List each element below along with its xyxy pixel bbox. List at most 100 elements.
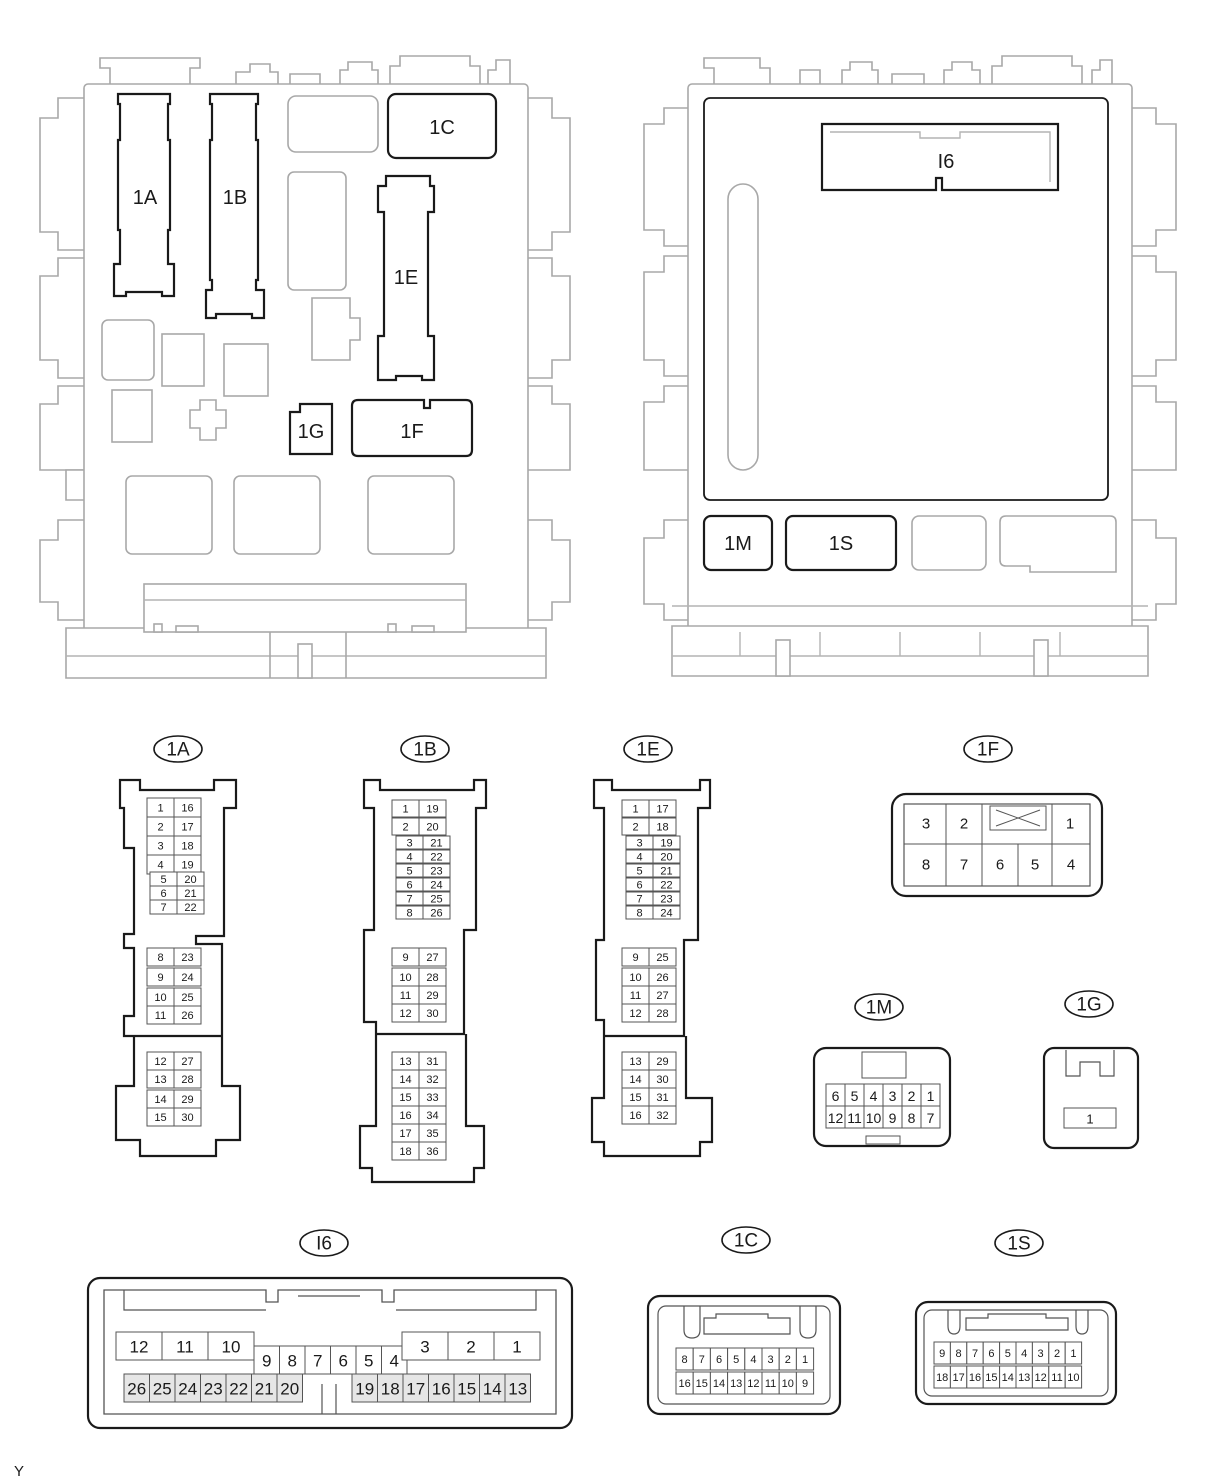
pin-number: 10 (399, 972, 411, 984)
pin-cell (422, 849, 451, 864)
pin-number: 24 (660, 908, 672, 920)
pin-number: 35 (426, 1128, 438, 1140)
pin-number: 17 (406, 1380, 425, 1399)
pin-number: 7 (406, 894, 412, 906)
pin-number: 26 (430, 908, 442, 920)
pin-number: 4 (406, 852, 412, 864)
pin-number: 13 (629, 1056, 641, 1068)
pin-number: 18 (399, 1146, 411, 1158)
pin-cell (652, 835, 681, 850)
connector-title-badge (854, 993, 904, 1021)
pin-number: 11 (176, 1338, 194, 1357)
pin-number: 4 (1021, 1348, 1027, 1360)
pin-number: 1 (1070, 1348, 1076, 1360)
pin-number: 14 (483, 1380, 502, 1399)
pin-number: 13 (154, 1074, 166, 1086)
pin-number: 17 (656, 804, 668, 816)
pin-number: 22 (184, 902, 196, 914)
pin-cell (279, 1345, 306, 1375)
pin-number: 14 (629, 1074, 641, 1086)
pin-cell (401, 1331, 449, 1361)
pin-number: 10 (1067, 1372, 1079, 1384)
pin-number: 28 (181, 1074, 193, 1086)
block-label-1F: 1F (400, 421, 423, 443)
pin-number: 25 (153, 1380, 172, 1399)
pin-cell (161, 1331, 209, 1361)
pin-number: 14 (399, 1074, 411, 1086)
pin-number: 14 (154, 1094, 166, 1106)
pin-number: 11 (765, 1378, 776, 1390)
pin-number: 7 (636, 894, 642, 906)
left-junction-block: 1A 1B 1C 1E 1G 1F (39, 55, 571, 679)
pin-number: 24 (178, 1380, 197, 1399)
block-label-1M: 1M (724, 533, 752, 555)
block-connector-1E (376, 174, 436, 382)
pin-number: 10 (866, 1110, 882, 1126)
pin-number: 29 (656, 1056, 668, 1068)
pin-number: 6 (160, 888, 166, 900)
pin-number: 27 (181, 1056, 193, 1068)
pin-number: 19 (426, 804, 438, 816)
pin-cell (276, 1373, 303, 1403)
pin-number: 26 (656, 972, 668, 984)
pin-number: 2 (157, 822, 163, 834)
pin-number: 17 (181, 822, 193, 834)
pin-number: 18 (381, 1380, 400, 1399)
pin-number: 25 (181, 992, 193, 1004)
pin-number: 2 (466, 1338, 475, 1357)
pin-number: 36 (426, 1146, 438, 1158)
pin-number: 34 (426, 1110, 438, 1122)
pin-number: 11 (847, 1110, 862, 1126)
pin-number: 22 (660, 880, 672, 892)
pin-cell (795, 1371, 815, 1395)
pin-grid-1G: 1 (1063, 1107, 1117, 1129)
pin-cell (1064, 1341, 1083, 1365)
pin-number: 7 (160, 902, 166, 914)
pin-cell (648, 799, 677, 818)
pin-number: 10 (154, 992, 166, 1004)
pin-number: 18 (936, 1372, 948, 1384)
pin-number: 15 (629, 1092, 641, 1104)
block-connector-I6 (820, 122, 1060, 192)
pin-number: 1 (632, 804, 638, 816)
connector-title-badge (963, 735, 1013, 763)
pin-number: 5 (406, 866, 412, 878)
pin-number: 3 (1038, 1348, 1044, 1360)
pin-cell (418, 799, 447, 818)
pin-number: 19 (355, 1380, 374, 1399)
pin-cell (418, 947, 447, 967)
connector-title-badge (994, 1229, 1044, 1257)
pin-cell (225, 1373, 252, 1403)
pin-number: 15 (399, 1092, 411, 1104)
block-label-1S: 1S (829, 533, 853, 555)
pin-number: 16 (969, 1372, 981, 1384)
pin-cell (422, 877, 451, 892)
pin-number: 32 (656, 1110, 668, 1122)
pin-cell (402, 1373, 429, 1403)
pin-number: 9 (802, 1378, 808, 1390)
pin-number: 31 (426, 1056, 438, 1068)
pin-number: 24 (430, 880, 442, 892)
pin-number: 2 (402, 822, 408, 834)
pin-number: 15 (696, 1378, 708, 1390)
pin-cell (652, 849, 681, 864)
pin-cell (795, 1347, 815, 1371)
pin-number: 30 (426, 1008, 438, 1020)
pin-cell (1063, 1107, 1117, 1129)
pin-number: 19 (181, 860, 193, 872)
pin-number: 8 (157, 952, 163, 964)
pin-number: 5 (636, 866, 642, 878)
pin-cell (652, 877, 681, 892)
connector-title: 1S (1007, 1234, 1030, 1255)
pin-cell (652, 891, 681, 906)
block-connector-1M (702, 514, 774, 572)
pin-number: 8 (682, 1354, 688, 1366)
